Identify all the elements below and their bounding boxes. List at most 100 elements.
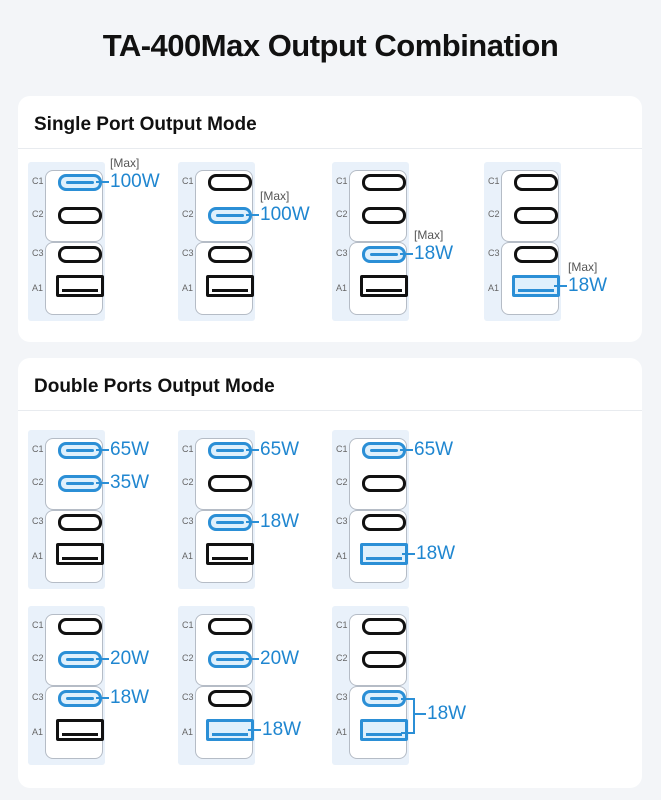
usb-c-port-icon: [58, 245, 102, 263]
port-label-c1: C1: [182, 444, 194, 454]
output-wattage: 65W: [414, 439, 454, 460]
port-label-c2: C2: [182, 477, 194, 487]
usb-c-port-icon: [362, 441, 406, 459]
max-tag: [Max]: [568, 260, 598, 274]
output-wattage: 18W: [414, 243, 454, 264]
usb-a-port-icon: [360, 275, 408, 297]
output-wattage: 65W: [260, 439, 300, 460]
output-connector-line: [96, 482, 109, 484]
output-connector-line: [246, 658, 259, 660]
port-label-c3: C3: [182, 248, 194, 258]
usb-c-port-icon: [208, 245, 252, 263]
port-label-c3: C3: [32, 516, 44, 526]
output-connector-line: [96, 449, 109, 451]
section-heading: Double Ports Output Mode: [34, 376, 275, 397]
max-tag: [Max]: [260, 189, 290, 203]
shared-output-bracket: [401, 698, 415, 734]
port-label-c1: C1: [488, 176, 500, 186]
section-heading: Single Port Output Mode: [34, 114, 257, 135]
port-label-c2: C2: [488, 209, 500, 219]
usb-c-port-icon: [362, 173, 406, 191]
port-label-c3: C3: [488, 248, 500, 258]
port-label-a1: A1: [32, 551, 44, 561]
usb-a-port-icon: [206, 719, 254, 741]
port-label-c1: C1: [336, 444, 348, 454]
output-wattage: 18W: [110, 687, 150, 708]
output-wattage: 35W: [110, 472, 150, 493]
port-label-a1: A1: [336, 283, 348, 293]
port-label-a1: A1: [488, 283, 500, 293]
output-connector-line: [554, 285, 567, 287]
usb-a-port-icon: [56, 719, 104, 741]
output-connector-line: [400, 253, 413, 255]
usb-c-port-icon: [208, 441, 252, 459]
panel-divider: [18, 148, 642, 149]
usb-a-port-icon: [206, 275, 254, 297]
port-label-c2: C2: [336, 477, 348, 487]
usb-a-port-icon: [360, 719, 408, 741]
usb-c-port-icon: [362, 206, 406, 224]
max-tag: [Max]: [414, 228, 444, 242]
page-title: TA-400Max Output Combination: [102, 28, 559, 63]
port-label-a1: A1: [182, 283, 194, 293]
port-label-c3: C3: [182, 516, 194, 526]
usb-a-port-icon: [56, 543, 104, 565]
usb-c-port-icon: [208, 617, 252, 635]
port-label-c2: C2: [182, 653, 194, 663]
usb-c-port-icon: [362, 650, 406, 668]
output-wattage: 100W: [260, 204, 310, 225]
port-label-c1: C1: [32, 620, 44, 630]
output-wattage: 18W: [262, 719, 302, 740]
port-label-c1: C1: [336, 620, 348, 630]
port-label-a1: A1: [32, 727, 44, 737]
port-label-c3: C3: [336, 692, 348, 702]
usb-c-port-icon: [208, 513, 252, 531]
usb-c-port-icon: [362, 689, 406, 707]
output-wattage: 18W: [416, 543, 456, 564]
output-wattage: 20W: [260, 648, 300, 669]
panel-divider: [18, 410, 642, 411]
usb-c-port-icon: [362, 474, 406, 492]
usb-c-port-icon: [208, 689, 252, 707]
output-connector-line: [246, 449, 259, 451]
output-connector-line: [400, 449, 413, 451]
output-connector-line: [96, 181, 109, 183]
usb-c-port-icon: [208, 173, 252, 191]
usb-c-port-icon: [514, 173, 558, 191]
port-label-c3: C3: [32, 248, 44, 258]
output-connector-line: [96, 658, 109, 660]
port-label-c1: C1: [182, 176, 194, 186]
port-label-c2: C2: [182, 209, 194, 219]
usb-c-port-icon: [58, 617, 102, 635]
usb-c-port-icon: [58, 474, 102, 492]
usb-c-port-icon: [58, 173, 102, 191]
output-wattage: 20W: [110, 648, 150, 669]
port-label-a1: A1: [336, 551, 348, 561]
output-connector-line: [413, 713, 426, 715]
port-label-c2: C2: [32, 477, 44, 487]
output-wattage: 65W: [110, 439, 150, 460]
port-label-a1: A1: [336, 727, 348, 737]
output-wattage: 18W: [427, 703, 467, 724]
usb-c-port-icon: [58, 513, 102, 531]
output-connector-line: [96, 697, 109, 699]
output-connector-line: [402, 553, 415, 555]
port-label-c1: C1: [336, 176, 348, 186]
output-wattage: 18W: [260, 511, 300, 532]
usb-c-port-icon: [208, 474, 252, 492]
usb-c-port-icon: [362, 617, 406, 635]
port-label-c3: C3: [182, 692, 194, 702]
port-label-c1: C1: [32, 176, 44, 186]
